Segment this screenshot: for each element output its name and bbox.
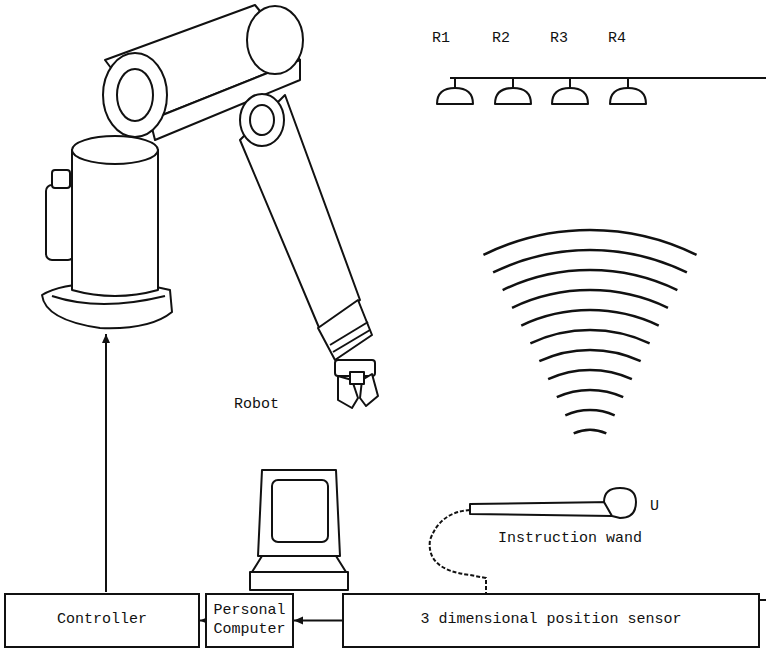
box-text: Personal Computer: [213, 602, 286, 640]
robot-motor: [46, 185, 74, 260]
sensor-box: 3 dimensional position sensor: [342, 593, 760, 648]
arrow-connector: [294, 620, 342, 622]
wave-arc: [557, 390, 623, 397]
wave-arc: [521, 310, 658, 326]
ultrasonic-waves: [483, 230, 696, 433]
wave-arc: [512, 290, 668, 308]
wave-arc: [574, 430, 607, 433]
wave-arc: [548, 370, 632, 379]
receiver-label: R3: [548, 30, 570, 47]
wave-arc: [530, 330, 649, 343]
cord: [430, 510, 486, 593]
receiver-label: R4: [606, 30, 628, 47]
monitor: [258, 470, 340, 556]
control-line: [105, 334, 107, 592]
robot-base-ring: [52, 296, 165, 304]
wave-arc: [493, 250, 687, 272]
wave-arc: [483, 230, 696, 255]
receiver-label: R2: [490, 30, 512, 47]
controller-box: Controller: [4, 593, 200, 648]
receivers: [437, 78, 646, 104]
box-text: Controller: [57, 611, 147, 630]
wave-arc: [539, 350, 640, 361]
robot-wrist: [318, 300, 372, 360]
part-label: Robot: [232, 396, 281, 413]
robot-column: [72, 150, 158, 296]
robot-forearm: [240, 95, 360, 330]
emitter: [604, 488, 636, 518]
wave-arc: [565, 410, 614, 415]
computer-box: Personal Computer: [205, 593, 294, 648]
part-label: Instruction wand: [496, 530, 644, 547]
box-text: 3 dimensional position sensor: [420, 611, 681, 630]
instruction-wand: [470, 502, 612, 516]
receiver-label: R1: [430, 30, 452, 47]
receiver-bar: [450, 77, 766, 79]
emitter-label: U: [648, 498, 661, 515]
wave-arc: [503, 270, 678, 290]
